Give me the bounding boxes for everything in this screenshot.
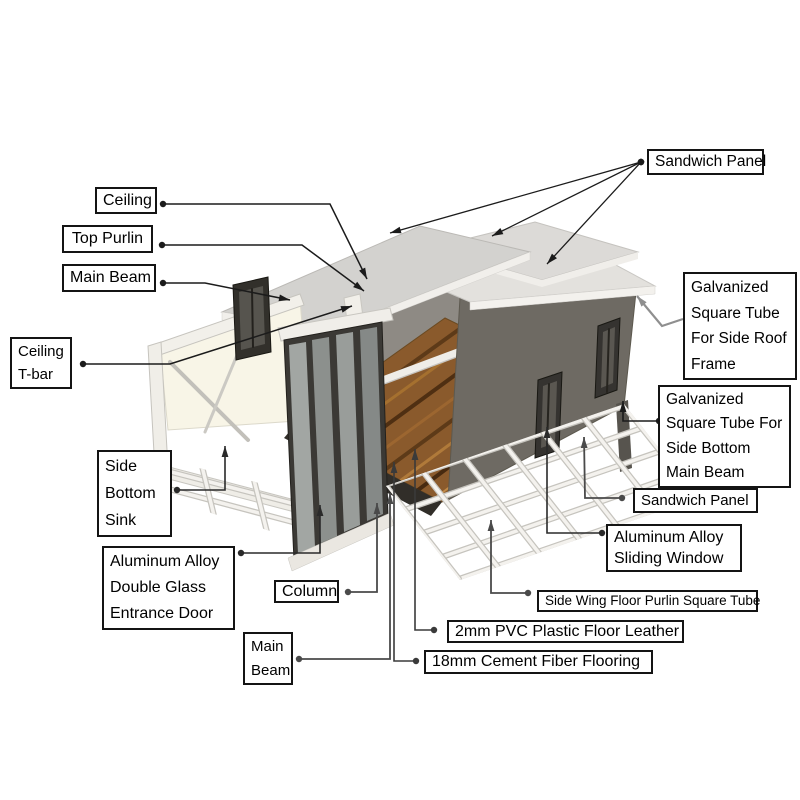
leader-galvanized-roof-frame-line xyxy=(636,295,684,328)
leader-ceiling-t-bar-arrow-icon xyxy=(340,306,352,313)
leader-sandwich-top-c-dot xyxy=(637,158,645,166)
leader-entrance-door-line xyxy=(241,505,321,554)
shape-grid-left-tube-1-core xyxy=(146,464,320,512)
leader-side-bottom-sink-arrow-icon xyxy=(221,446,229,457)
leader-cement-fiber-flooring-line xyxy=(393,462,416,662)
leader-side-wing-floor-purlin-dot xyxy=(524,589,532,597)
leader-sandwich-top-a-line xyxy=(389,161,642,234)
shape-door-pane-3 xyxy=(336,332,360,532)
leader-main-beam-left-dot xyxy=(159,279,167,287)
shape-left-wing-brace-1 xyxy=(168,360,250,442)
leader-pvc-floor-leather-dot xyxy=(430,626,438,634)
shape-grid-right-cross-3-core xyxy=(503,443,581,541)
leader-sliding-window-dot xyxy=(598,529,606,537)
leader-sandwich-top-c-line xyxy=(546,161,642,265)
leader-main-beam-left-line xyxy=(163,282,291,301)
shape-door-pane-2 xyxy=(312,337,337,543)
leader-sandwich-panel-right-line xyxy=(583,436,622,499)
leader-top-purlin-line xyxy=(162,244,365,292)
shape-roof-middle-fascia-front xyxy=(542,252,638,287)
leader-top-purlin-dot xyxy=(158,241,166,249)
leader-main-beam-bottom-dot xyxy=(295,655,303,663)
leader-side-wing-floor-purlin-arrow-icon xyxy=(487,520,495,531)
shape-door-pane-1 xyxy=(289,342,315,554)
leader-main-beam-bottom-arrow-icon xyxy=(386,493,394,504)
leader-column-arrow-icon xyxy=(373,503,381,514)
shape-door-pane-4 xyxy=(360,327,383,521)
leader-galvanized-bottom-beam-arrow-icon xyxy=(619,401,627,412)
leader-sandwich-top-a-arrow-icon xyxy=(390,226,402,234)
leader-cement-fiber-flooring-arrow-icon xyxy=(390,462,398,473)
leader-ceiling-t-bar-line xyxy=(83,305,353,365)
leader-ceiling-t-bar-dot xyxy=(79,360,87,368)
shape-door-top-beam xyxy=(277,307,394,342)
leader-sandwich-panel-right-dot xyxy=(618,494,626,502)
leader-sandwich-top-b-arrow-icon xyxy=(492,228,504,236)
leader-side-wing-floor-purlin-line xyxy=(490,520,528,594)
leader-sandwich-top-c-arrow-icon xyxy=(547,253,557,264)
leader-ceiling-line xyxy=(163,203,368,280)
shape-grid-left-tube-4-core xyxy=(250,470,270,538)
leader-sliding-window-arrow-icon xyxy=(543,427,551,438)
leader-side-bottom-sink-line xyxy=(177,446,226,491)
leader-ceiling-arrow-icon xyxy=(359,267,367,279)
leader-pvc-floor-leather-line xyxy=(414,449,434,631)
shape-grid-right-cross-4-core xyxy=(541,430,619,528)
leader-side-bottom-sink-dot xyxy=(173,486,181,494)
shape-roof-right-fascia xyxy=(469,285,656,311)
leader-ceiling-dot xyxy=(159,200,167,208)
leader-sandwich-top-b-line xyxy=(491,161,642,237)
leader-sandwich-panel-right-arrow-icon xyxy=(580,437,588,449)
shape-grid-right-cross-2-core xyxy=(463,457,541,555)
leader-entrance-door-arrow-icon xyxy=(316,505,324,516)
leader-galvanized-bottom-beam-dot xyxy=(655,417,663,425)
leader-main-beam-left-arrow-icon xyxy=(278,294,290,302)
leader-main-beam-bottom-line xyxy=(299,493,391,660)
shape-window-2-mullion xyxy=(606,328,610,393)
leader-entrance-door-dot xyxy=(237,549,245,557)
leader-column-dot xyxy=(344,588,352,596)
leader-cement-fiber-flooring-dot xyxy=(412,657,420,665)
leader-column-line xyxy=(348,503,378,593)
leader-galvanized-roof-frame-arrow-icon xyxy=(637,296,647,307)
leader-sliding-window-line xyxy=(546,427,602,534)
leader-top-purlin-arrow-icon xyxy=(353,281,364,291)
leader-pvc-floor-leather-arrow-icon xyxy=(411,449,419,460)
shape-grid-right-cross-1-core xyxy=(422,471,500,569)
